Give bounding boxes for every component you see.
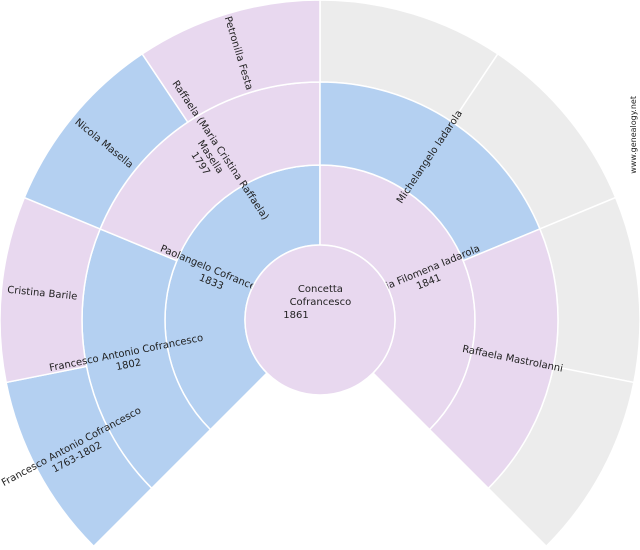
root-person-label: Concetta Cofrancesco 1861 (283, 284, 354, 321)
root-person-birth-year: 1861 (283, 310, 308, 321)
p-maternal-grandmother-segment[interactable] (428, 227, 559, 490)
p-gg-4-segment[interactable] (141, 0, 321, 124)
p-paternal-grandfather-label-line: 1802 (115, 357, 142, 373)
root-person-name-last: Cofrancesco (290, 297, 352, 308)
watermark-text: www.genealogy.net (629, 96, 638, 174)
root-person-circle[interactable] (244, 244, 396, 396)
root-person-name-first: Concetta (298, 284, 343, 295)
